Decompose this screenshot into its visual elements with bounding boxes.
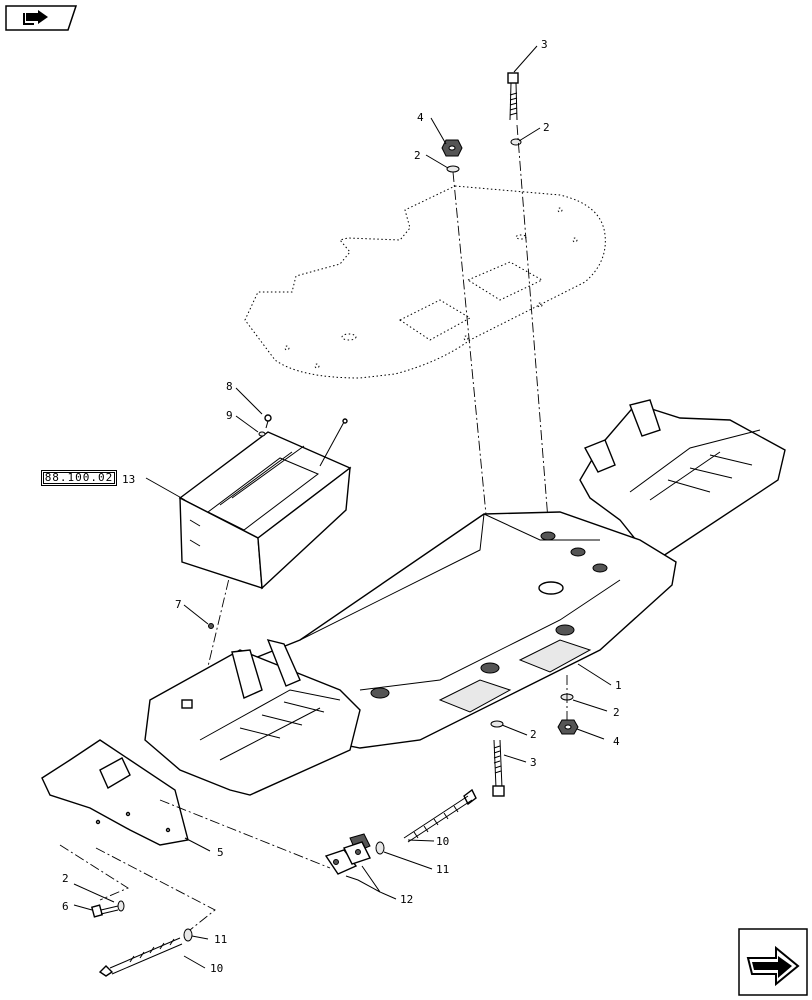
- callout-10-upper: 10: [436, 835, 449, 848]
- next-page-arrow-icon[interactable]: [738, 928, 808, 996]
- side-plate-5: [41, 739, 189, 846]
- battery-box-13: [178, 418, 352, 590]
- callout-6: 6: [62, 900, 69, 913]
- washer-9: [258, 431, 266, 437]
- nut-7: [208, 623, 214, 629]
- callout-13: 13: [122, 473, 135, 486]
- bolt-3-top: [507, 72, 519, 121]
- callout-8: 8: [226, 380, 233, 393]
- callout-2-lower-right: 2: [613, 706, 620, 719]
- reference-link-88-100-02[interactable]: 88.100.02: [41, 470, 117, 486]
- long-bolt-10-lower: [98, 937, 183, 977]
- long-bolt-10-upper: [403, 788, 477, 843]
- leader-lines: [73, 45, 612, 969]
- callout-4-top: 4: [417, 111, 424, 124]
- book-arrow-icon[interactable]: [4, 4, 78, 32]
- callout-12: 12: [400, 893, 413, 906]
- washer-11-upper: [375, 841, 385, 855]
- washer-11-lower: [183, 928, 193, 942]
- callout-11-lower: 11: [214, 933, 227, 946]
- callout-1: 1: [615, 679, 622, 692]
- callout-9: 9: [226, 409, 233, 422]
- callout-3-lower: 3: [530, 756, 537, 769]
- bolt-3-lower: [492, 739, 505, 797]
- callout-11-upper: 11: [436, 863, 449, 876]
- callout-2-top-left: 2: [414, 149, 421, 162]
- bolt-6: [90, 900, 125, 918]
- bracket-12: [324, 833, 371, 875]
- callout-2-top-right: 2: [543, 121, 550, 134]
- washer-2-top-right: [510, 138, 522, 146]
- lower-frame-1: [144, 399, 786, 796]
- counterweight-plate-phantom: [244, 185, 606, 379]
- nut-4-top: [441, 139, 463, 157]
- callout-7: 7: [175, 598, 182, 611]
- callout-2-lower-left: 2: [530, 728, 537, 741]
- nut-4-lower: [557, 719, 579, 735]
- callout-4-lower: 4: [613, 735, 620, 748]
- callout-3-top: 3: [541, 38, 548, 51]
- screw-8: [264, 414, 272, 429]
- washer-2-top-left: [446, 165, 460, 173]
- callout-2-left: 2: [62, 872, 69, 885]
- washer-2-lower-left: [490, 720, 504, 728]
- callout-5: 5: [217, 846, 224, 859]
- callout-10-lower: 10: [210, 962, 223, 975]
- callout-labels: 3 2 4 2 8 9 13 7 1 2 4 2 3 5 10 11 12 2 …: [62, 38, 622, 975]
